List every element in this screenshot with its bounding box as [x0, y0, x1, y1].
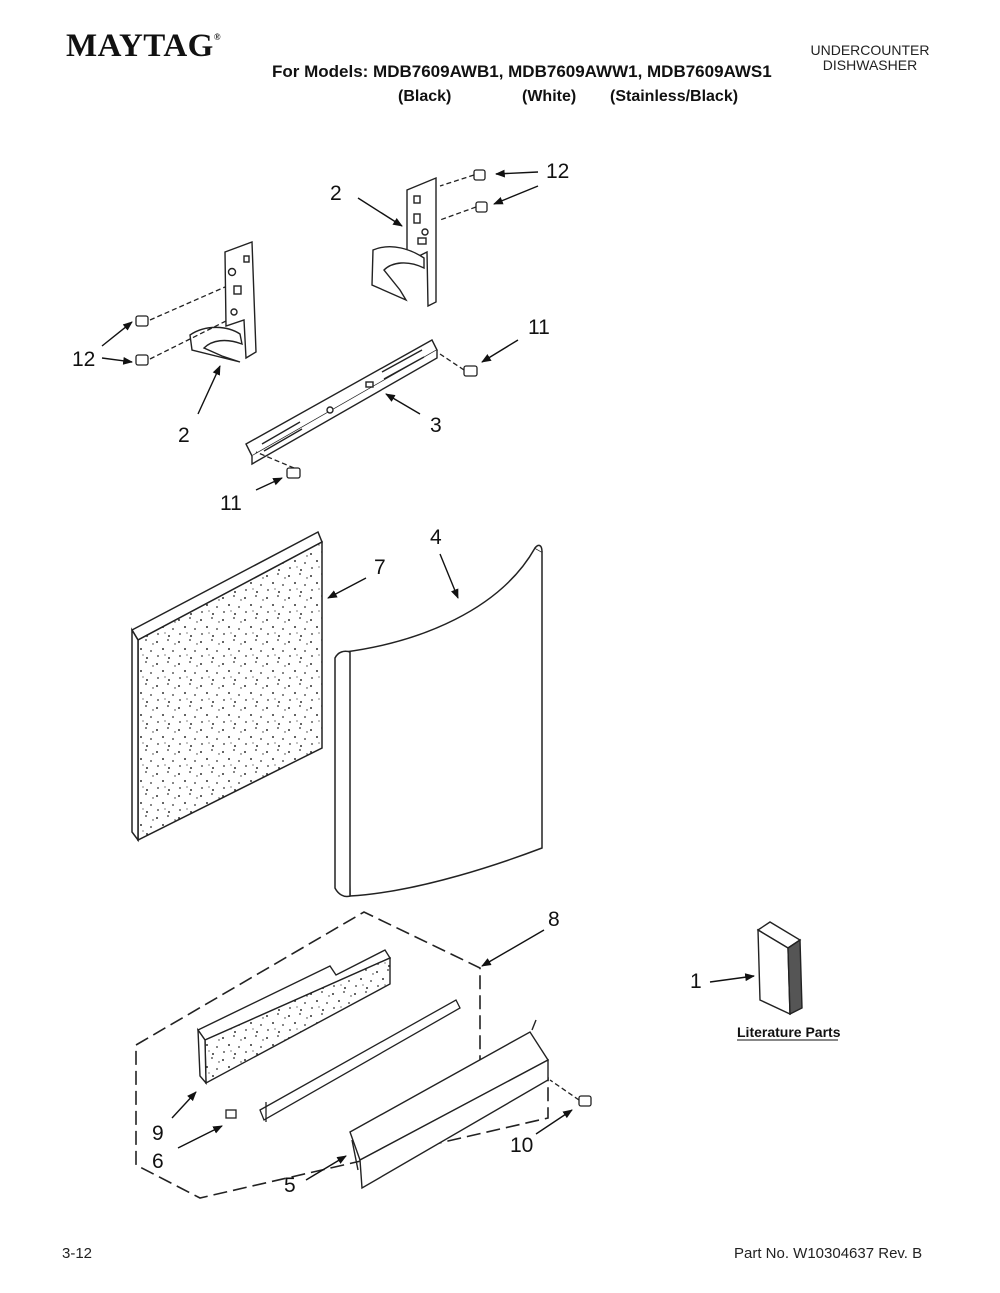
callout-12-right: 12: [546, 160, 569, 183]
screw-12-left: [135, 286, 229, 366]
callout-1: 1: [690, 970, 702, 993]
door-rail-3: [245, 339, 438, 466]
variant-white: (White): [522, 88, 577, 105]
leader-10: [535, 1109, 573, 1135]
callout-4: 4: [430, 526, 442, 549]
callout-2-left: 2: [178, 424, 190, 447]
leader-9: [171, 1091, 197, 1119]
screw-12-right: [439, 169, 488, 221]
literature-parts-label: Literature Parts: [737, 1024, 841, 1040]
leader-12-right-a: [495, 169, 539, 178]
brand-name: MAYTAG: [66, 28, 214, 64]
leader-3: [385, 393, 421, 415]
leader-4: [439, 553, 459, 599]
leader-11-right: [481, 339, 519, 363]
literature-booklet-1: [756, 921, 803, 1016]
callout-6: 6: [152, 1150, 164, 1173]
leader-12-left-b: [101, 356, 133, 365]
models-line: For Models: MDB7609AWB1, MDB7609AWW1, MD…: [272, 62, 772, 81]
page-number: 3-12: [62, 1245, 93, 1262]
callout-7: 7: [374, 556, 386, 579]
callout-8: 8: [548, 908, 560, 931]
part-number: Part No. W10304637 Rev. B: [734, 1245, 923, 1262]
leader-12-left-a: [101, 321, 133, 347]
product-line-1: UNDERCOUNTER: [810, 42, 930, 58]
toe-panel-5: [349, 1019, 549, 1190]
leader-1: [709, 973, 755, 983]
registered-mark: ®: [213, 32, 222, 42]
leader-8: [481, 929, 545, 967]
group-outline-8: [135, 911, 549, 1199]
leader-6: [177, 1125, 223, 1149]
product-type: UNDERCOUNTER DISHWASHER: [790, 43, 950, 73]
variant-black: (Black): [398, 88, 452, 105]
leader-12-right-b: [493, 185, 539, 205]
leader-5: [305, 1155, 347, 1181]
leader-2-left: [197, 365, 221, 415]
product-line-2: DISHWASHER: [822, 57, 918, 73]
callout-11-left: 11: [220, 492, 242, 515]
callout-9: 9: [152, 1122, 164, 1145]
leader-lines: [101, 169, 755, 1181]
callout-10: 10: [510, 1134, 533, 1157]
screw-10: [549, 1079, 592, 1107]
leader-11-left: [255, 477, 283, 491]
mounting-strip-6: [225, 999, 461, 1122]
callout-2-right: 2: [330, 182, 342, 205]
screw-11: [255, 353, 478, 479]
variant-stainless: (Stainless/Black): [610, 88, 739, 105]
toe-insulation-9: [196, 949, 392, 1085]
callout-11-right: 11: [528, 316, 550, 339]
insulation-panel-7: [130, 530, 323, 843]
brand-logo: MAYTAG®: [66, 28, 221, 65]
hinge-bracket-left: [189, 241, 257, 363]
hinge-bracket-right: [371, 176, 437, 308]
leader-2-right: [357, 197, 403, 227]
door-panel-4: [334, 544, 543, 898]
callout-5: 5: [284, 1174, 296, 1197]
callout-12-left: 12: [72, 348, 95, 371]
callout-3: 3: [430, 414, 442, 437]
leader-7: [327, 577, 367, 599]
